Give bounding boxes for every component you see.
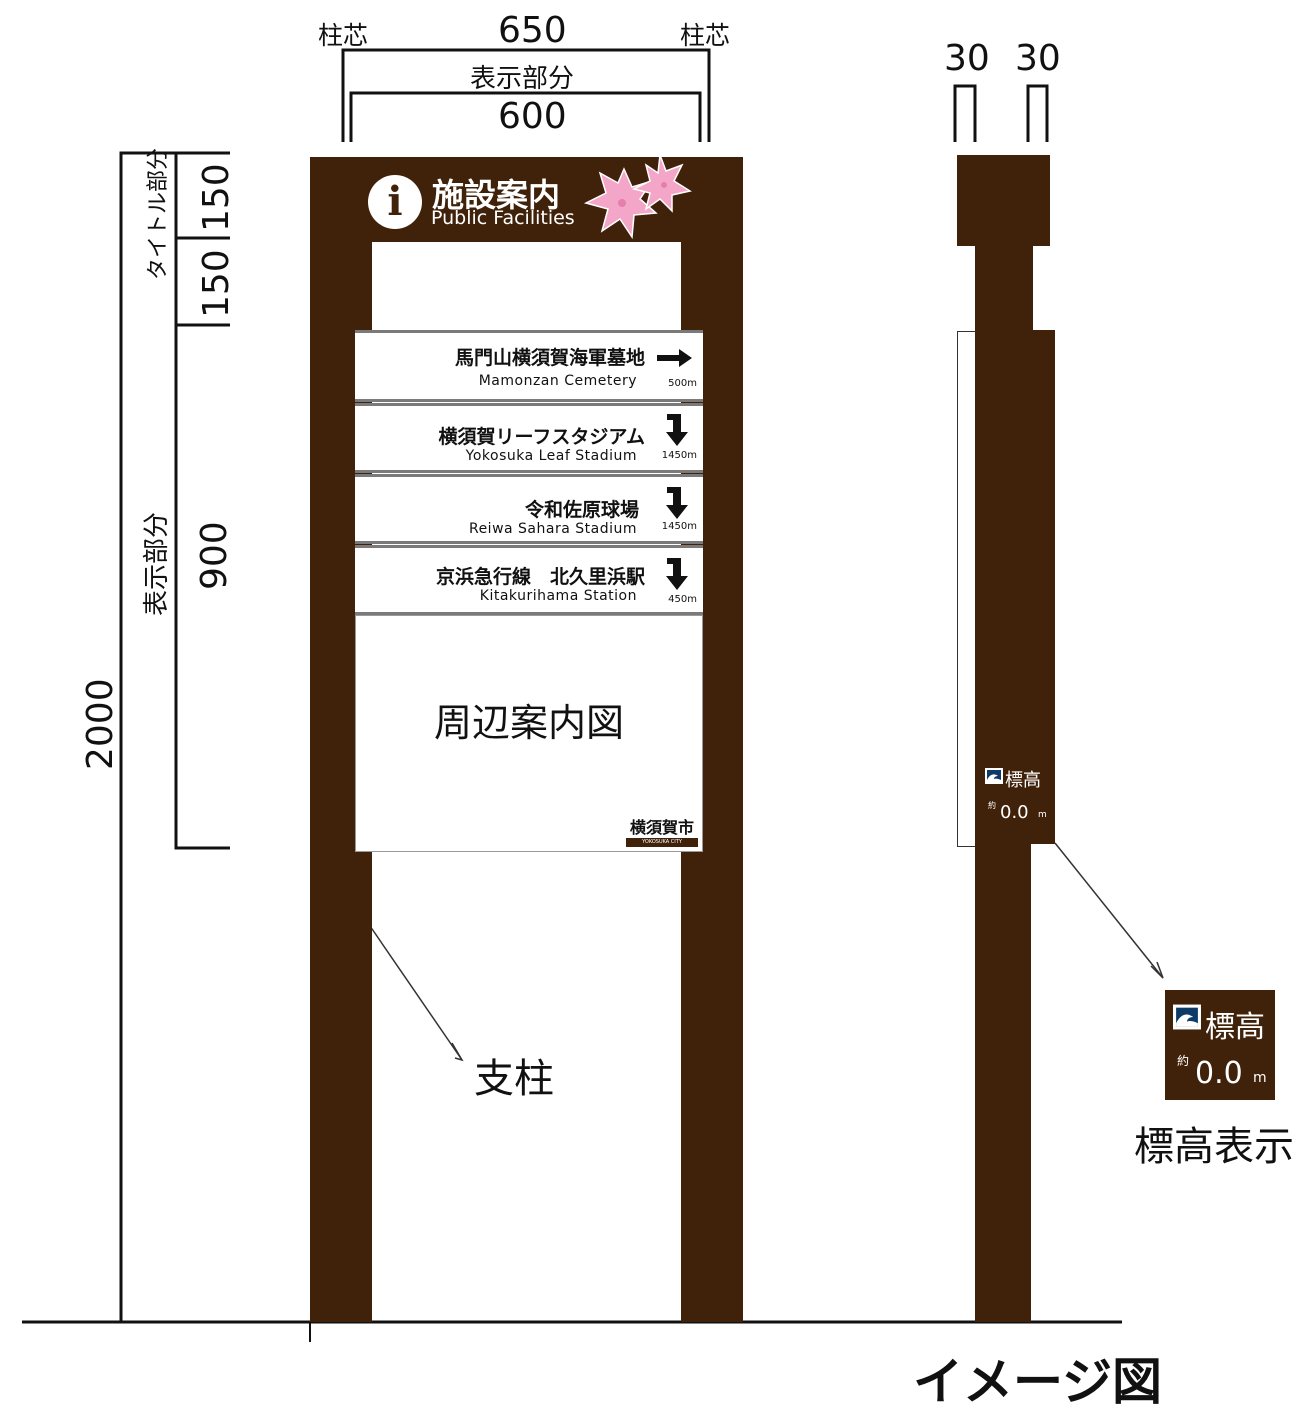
side-elevation-title: 標高 <box>1005 770 1041 791</box>
elevation-approx: 約 <box>1177 1054 1190 1068</box>
info-glyph: i <box>387 178 403 225</box>
side-elevation-plate: 標高 約 0.0 m <box>983 764 1053 824</box>
destination-distance: 1450m <box>661 450 697 461</box>
side-panel-edge <box>957 331 975 847</box>
destination-jp: 馬門山横須賀海軍墓地 <box>454 347 645 369</box>
side-left-30-label: 30 <box>944 38 990 79</box>
title-part-label: タイトル部分 <box>146 147 171 280</box>
elevation-wave-icon <box>985 768 1003 784</box>
side-cap <box>957 155 1050 246</box>
height-150b-label: 150 <box>196 249 237 318</box>
elevation-title: 標高 <box>1205 1010 1265 1045</box>
display-width-label: 600 <box>498 96 567 137</box>
area-map-panel: 周辺案内図 横須賀市 YOKOSUKA CITY <box>355 615 703 852</box>
side-right-30-label: 30 <box>1015 38 1061 79</box>
arrow-down-icon <box>666 487 688 519</box>
elevation-value: 0.0 <box>1195 1056 1243 1091</box>
elevation-display-label: 標高表示 <box>1134 1124 1294 1170</box>
arrow-right-icon <box>657 349 692 367</box>
destination-jp: 京浜急行線 北久里浜駅 <box>435 566 645 588</box>
destination-en: Yokosuka Leaf Stadium <box>465 448 637 464</box>
side-elevation-approx: 約 <box>988 801 996 810</box>
column-center-left-label: 柱芯 <box>318 21 369 50</box>
post-label: 支柱 <box>474 1056 554 1102</box>
destination-distance: 500m <box>668 378 697 389</box>
area-map-label: 周辺案内図 <box>433 701 624 745</box>
arrow-down-icon <box>666 414 688 446</box>
height-900-label: 900 <box>194 521 235 590</box>
elevation-wave-icon <box>1173 1004 1201 1030</box>
city-logo-jp: 横須賀市 <box>629 818 694 837</box>
title-jp: 施設案内 <box>432 176 561 214</box>
destination-row-3: 令和佐原球場 Reiwa Sahara Stadium 1450m <box>355 474 703 544</box>
side-post <box>975 246 1031 1322</box>
destination-distance: 1450m <box>661 521 697 532</box>
image-figure-label: イメージ図 <box>913 1353 1162 1411</box>
upper-blank-panel <box>372 242 681 332</box>
city-logo: 横須賀市 YOKOSUKA CITY <box>626 814 698 847</box>
info-icon: i <box>368 175 422 229</box>
height-150a-label: 150 <box>196 163 237 232</box>
cherry-blossom-icon <box>583 154 692 240</box>
arrow-down-icon <box>666 558 688 590</box>
display-part-top-label: 表示部分 <box>470 64 575 94</box>
elevation-badge: 標高 約 0.0 m <box>1165 990 1275 1100</box>
destination-en: Kitakurihama Station <box>479 588 637 604</box>
side-post-step <box>1031 246 1033 330</box>
title-en: Public Facilities <box>431 207 575 229</box>
side-elevation-value: 0.0 <box>1000 802 1029 823</box>
total-width-label: 650 <box>498 10 567 51</box>
destination-row-4: 京浜急行線 北久里浜駅 Kitakurihama Station 450m <box>355 545 703 615</box>
destination-jp: 横須賀リーフスタジアム <box>438 426 645 448</box>
column-center-right-label: 柱芯 <box>680 21 731 50</box>
destination-en: Reiwa Sahara Stadium <box>468 521 637 537</box>
destination-en: Mamonzan Cemetery <box>478 373 637 389</box>
side-panel-block <box>1031 330 1055 844</box>
destination-distance: 450m <box>668 594 697 605</box>
city-logo-en: YOKOSUKA CITY <box>626 838 698 847</box>
side-elevation-unit: m <box>1038 810 1047 820</box>
elevation-unit: m <box>1253 1070 1267 1086</box>
destination-jp: 令和佐原球場 <box>524 499 639 521</box>
display-part-side-label: 表示部分 <box>142 511 172 616</box>
destination-row-1: 馬門山横須賀海軍墓地 Mamonzan Cemetery 500m <box>355 330 703 402</box>
destination-row-2: 横須賀リーフスタジアム Yokosuka Leaf Stadium 1450m <box>355 403 703 473</box>
height-2000-label: 2000 <box>80 678 121 770</box>
